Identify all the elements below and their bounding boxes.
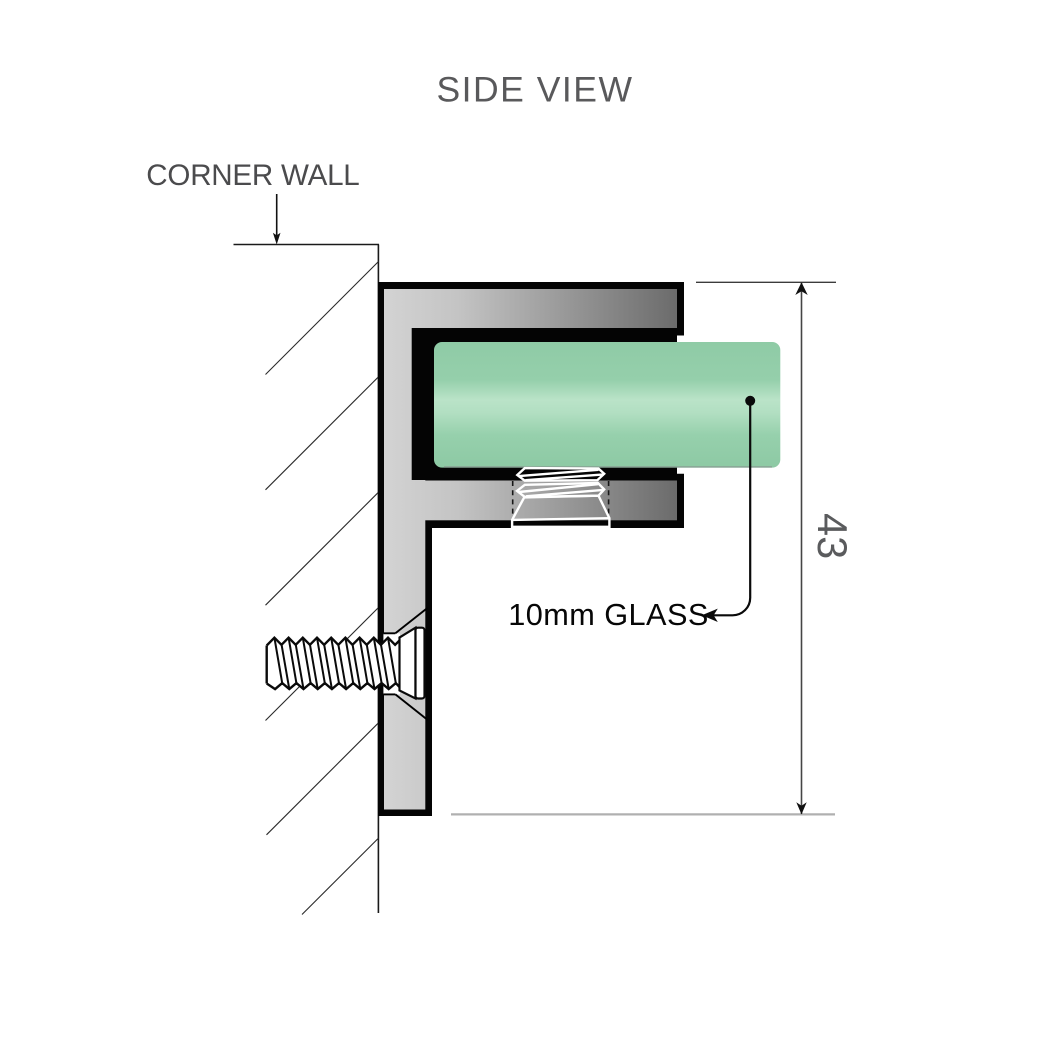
svg-text:CORNER WALL: CORNER WALL xyxy=(146,159,359,192)
svg-text:SIDE VIEW: SIDE VIEW xyxy=(437,70,634,110)
svg-text:43: 43 xyxy=(809,513,856,559)
svg-text:10mm GLASS: 10mm GLASS xyxy=(508,597,709,632)
